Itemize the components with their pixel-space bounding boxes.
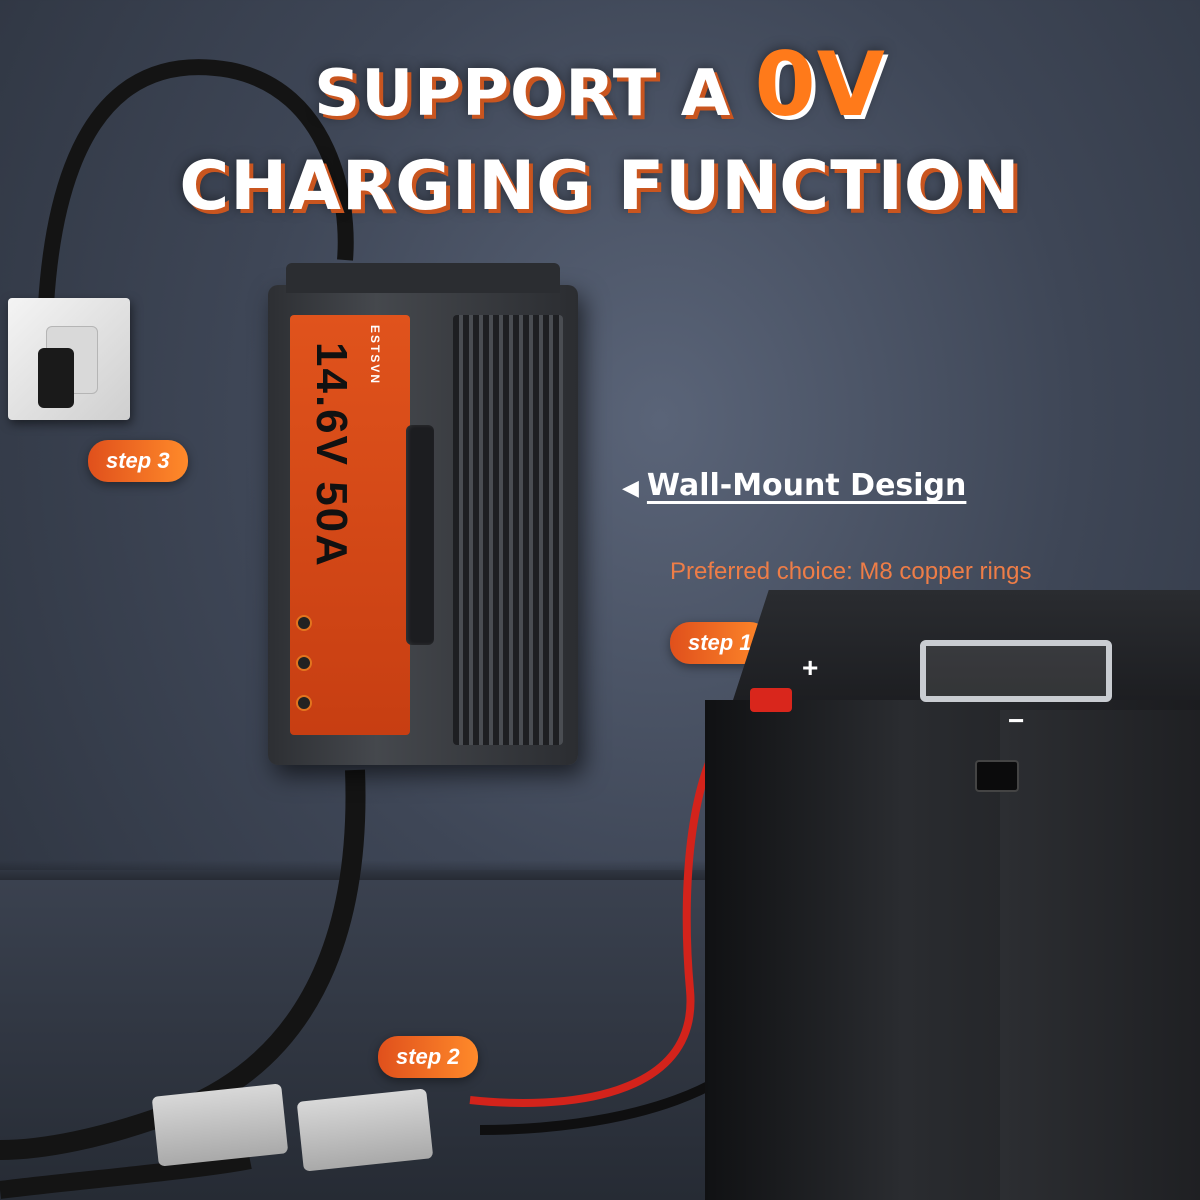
wall-mount-label: Wall-Mount Design [646,468,967,503]
ac-plug [38,348,74,408]
wall-outlet [8,298,130,420]
dc-cable-main [0,769,366,1160]
left-triangle-icon: ◀ [622,476,639,501]
led-icon [296,655,312,671]
step2-badge: step 2 [378,1036,478,1078]
charger-connector [151,1083,289,1167]
charger-model: 14.6V 50A [307,342,356,568]
dc-cable-second [0,1151,252,1199]
headline-line1: SUPPORT A 0V [0,40,1200,139]
charger: 14.6V 50A ESTSVN [268,263,578,765]
positive-terminal [750,688,792,712]
mount-bracket [286,263,560,293]
indicator-leds [296,615,312,735]
positive-symbol: + [802,652,819,683]
negative-symbol: − [1008,705,1025,736]
charger-handle [406,425,434,645]
headline: SUPPORT A 0V CHARGING FUNCTION [0,40,1200,235]
battery-side [1000,710,1200,1200]
charger-brand: ESTSVN [368,325,382,386]
battery-connector [296,1088,434,1172]
preferred-choice-text: Preferred choice: M8 copper rings [670,558,1032,585]
step3-badge: step 3 [88,440,188,482]
negative-terminal [975,760,1019,792]
battery-handle [920,640,1112,702]
heatsink-fins [453,315,563,745]
wall-mount-callout: ◀ Wall-Mount Design [622,468,966,503]
headline-prefix: SUPPORT A [314,57,755,131]
led-icon [296,615,312,631]
headline-line2: CHARGING FUNCTION [179,147,1021,226]
led-icon [296,695,312,711]
ac-cable [36,59,354,401]
headline-accent: 0V [754,33,886,136]
